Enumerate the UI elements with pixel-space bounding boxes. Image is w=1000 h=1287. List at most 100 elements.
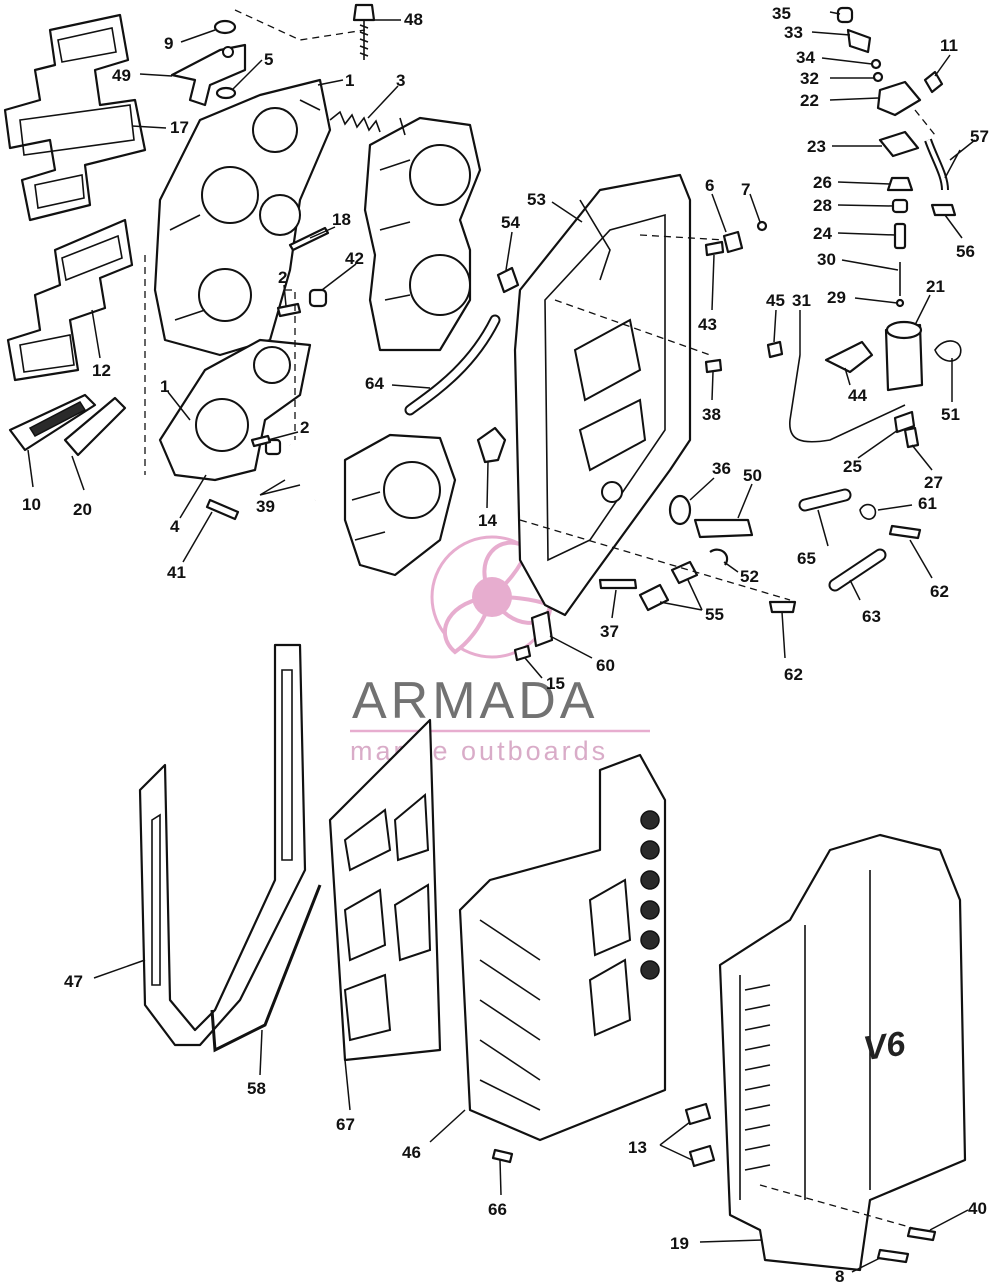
adapter-plate-53 [513, 173, 692, 617]
callout-31: 31 [792, 291, 811, 310]
callout-1a: 1 [345, 71, 354, 90]
callout-25: 25 [843, 457, 862, 476]
grommet-36 [668, 494, 692, 526]
seal-58 [210, 884, 322, 1053]
callout-23: 23 [807, 137, 826, 156]
clip-11 [923, 70, 944, 94]
callout-60: 60 [596, 656, 615, 675]
callout-65: 65 [797, 549, 816, 568]
gasket-20 [63, 396, 127, 457]
callout-62b: 62 [784, 665, 803, 684]
washer-5 [215, 86, 237, 100]
callout-32: 32 [800, 69, 819, 88]
callout-44: 44 [848, 386, 867, 405]
gasket-17 [3, 13, 147, 222]
callout-55: 55 [705, 605, 724, 624]
grommets-13 [684, 1102, 716, 1168]
sleeve-55b [670, 560, 699, 585]
callout-57: 57 [970, 127, 989, 146]
callout-52: 52 [740, 567, 759, 586]
callout-34: 34 [796, 48, 815, 67]
intake-manifold-upper [153, 78, 332, 357]
solenoid-21 [884, 320, 924, 392]
bracket-60 [530, 610, 554, 648]
callout-64: 64 [365, 374, 384, 393]
callout-48: 48 [404, 10, 423, 29]
callout-28: 28 [813, 196, 832, 215]
callout-12: 12 [92, 361, 111, 380]
callout-6: 6 [705, 176, 714, 195]
spring-3 [329, 110, 381, 133]
gasket-67 [328, 718, 442, 1062]
intake-manifold-lower [158, 338, 312, 482]
screw-40 [906, 1226, 937, 1242]
callout-8: 8 [835, 1267, 844, 1286]
callout-51: 51 [941, 405, 960, 424]
bracket-6 [722, 230, 744, 254]
callout-42: 42 [345, 249, 364, 268]
tee-62b [768, 600, 797, 614]
callout-36: 36 [712, 459, 731, 478]
armada-watermark: ARMADA marine outboards [350, 535, 650, 766]
callout-9: 9 [164, 34, 173, 53]
screw-41 [205, 498, 240, 521]
callout-63: 63 [862, 607, 881, 626]
reed-block-10 [8, 393, 97, 452]
nut-34 [870, 58, 882, 70]
seal-28 [891, 198, 909, 214]
nut-26 [886, 176, 914, 192]
callout-19: 19 [670, 1234, 689, 1253]
callout-17: 17 [170, 118, 189, 137]
terminal-27 [903, 426, 920, 449]
screw-8 [876, 1248, 910, 1264]
plug-42 [308, 288, 328, 308]
screw-2b [250, 434, 272, 448]
leader-lines [27, 11, 976, 1273]
gasket-23 [878, 130, 920, 158]
screw-38 [704, 358, 723, 374]
intake-manifold-46 [458, 753, 667, 1142]
silencer-cover-19: V6 [718, 833, 967, 1272]
callout-41: 41 [167, 563, 186, 582]
nut-32 [872, 71, 884, 83]
callout-7: 7 [741, 180, 750, 199]
gasket-47 [138, 643, 307, 1047]
callout-4: 4 [170, 517, 180, 536]
callout-numbers: 35 33 34 32 22 11 57 23 26 28 24 30 29 2… [22, 4, 989, 1286]
nut-7 [756, 220, 768, 232]
callout-35: 35 [772, 4, 791, 23]
connector-25 [893, 410, 916, 434]
watermark-brand: ARMADA [352, 672, 598, 730]
callout-26: 26 [813, 173, 832, 192]
fitting-50 [693, 518, 754, 539]
gasket-12 [6, 218, 134, 382]
callout-13: 13 [628, 1138, 647, 1157]
callout-11: 11 [940, 36, 958, 55]
callout-18: 18 [332, 210, 351, 229]
callout-66: 66 [488, 1200, 507, 1219]
screw-15 [513, 644, 532, 662]
clamp-54 [496, 266, 520, 294]
bolt-48 [352, 3, 376, 60]
callout-47: 47 [64, 972, 83, 991]
clamp-44 [824, 340, 874, 374]
strap-51 [934, 340, 962, 362]
callout-58: 58 [247, 1079, 266, 1098]
callout-27: 27 [924, 473, 943, 492]
screw-43 [704, 240, 725, 257]
clip-52 [709, 548, 729, 566]
clip-61 [859, 503, 877, 520]
callout-20: 20 [73, 500, 92, 519]
carburetor-lower [343, 433, 457, 577]
carburetor-upper [363, 116, 482, 352]
callout-62a: 62 [930, 582, 949, 601]
callout-5: 5 [264, 50, 273, 69]
bracket-49 [170, 43, 247, 107]
callout-1b: 1 [160, 377, 169, 396]
cover-badge: V6 [861, 1025, 909, 1069]
callout-49: 49 [112, 66, 131, 85]
callout-38: 38 [702, 405, 721, 424]
callout-29: 29 [827, 288, 846, 307]
callout-2b: 2 [300, 418, 309, 437]
tee-62a [888, 524, 922, 540]
